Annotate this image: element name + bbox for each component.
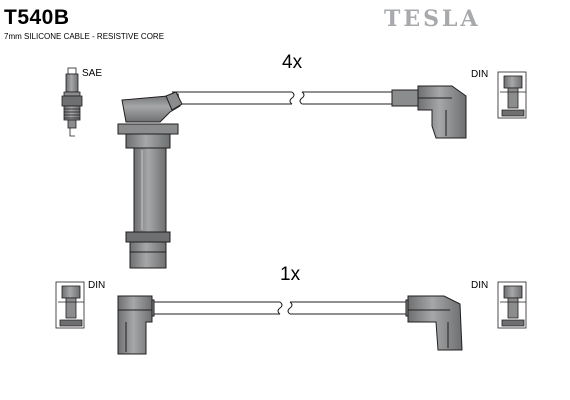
din-label-lower-right: DIN — [471, 280, 489, 291]
lower-lead-cable — [150, 301, 410, 315]
din-terminal-icon-lower-right — [497, 281, 527, 329]
brand-logo: TESLA — [384, 6, 481, 32]
lower-right-boot — [405, 295, 463, 351]
upper-right-distributor-boot — [391, 85, 467, 139]
upper-lead-cable — [172, 91, 392, 105]
sae-label: SAE — [82, 68, 103, 79]
quantity-lower: 1x — [280, 264, 301, 285]
quantity-upper: 4x — [282, 52, 303, 73]
part-code: T540B — [4, 6, 70, 29]
din-label-upper-right: DIN — [471, 69, 489, 80]
din-terminal-icon-upper — [497, 71, 527, 119]
spark-plug-sae-icon — [61, 67, 83, 137]
cable-spec: 7mm SILICONE CABLE - RESISTIVE CORE — [4, 32, 165, 41]
lower-left-boot — [117, 295, 155, 355]
upper-left-plug-boot — [117, 91, 183, 269]
din-label-lower-left: DIN — [88, 280, 106, 291]
din-terminal-icon-lower-left — [55, 281, 85, 329]
